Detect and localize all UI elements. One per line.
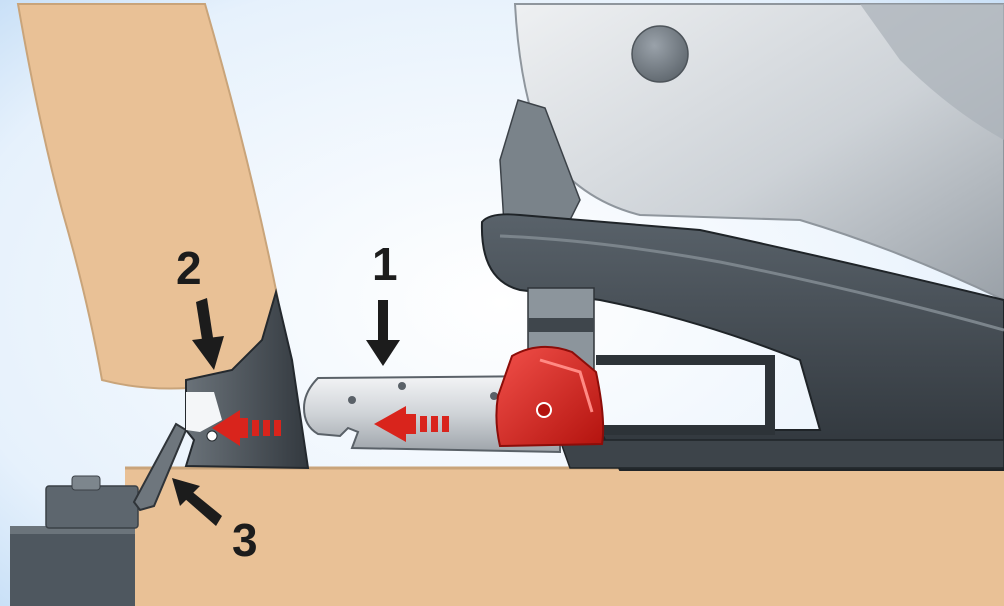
black-arrow-icon	[366, 300, 400, 366]
guide-bracket-hole	[207, 431, 217, 441]
latch-rivet-1	[348, 396, 356, 404]
anchor-bracket	[46, 486, 138, 528]
anchor-bolt	[72, 476, 100, 490]
seat-knob	[632, 26, 688, 82]
latch-rivet-2	[398, 382, 406, 390]
callout-label-2: 2	[176, 242, 202, 294]
callout-label-3: 3	[232, 514, 258, 566]
latch-arm-frame	[596, 360, 770, 430]
seat-backrest	[18, 4, 280, 389]
base-rail	[560, 440, 1004, 468]
frame-block	[10, 530, 135, 606]
release-button-dot	[537, 403, 551, 417]
callout-label-1: 1	[372, 238, 398, 290]
connector-post-band	[528, 318, 594, 332]
